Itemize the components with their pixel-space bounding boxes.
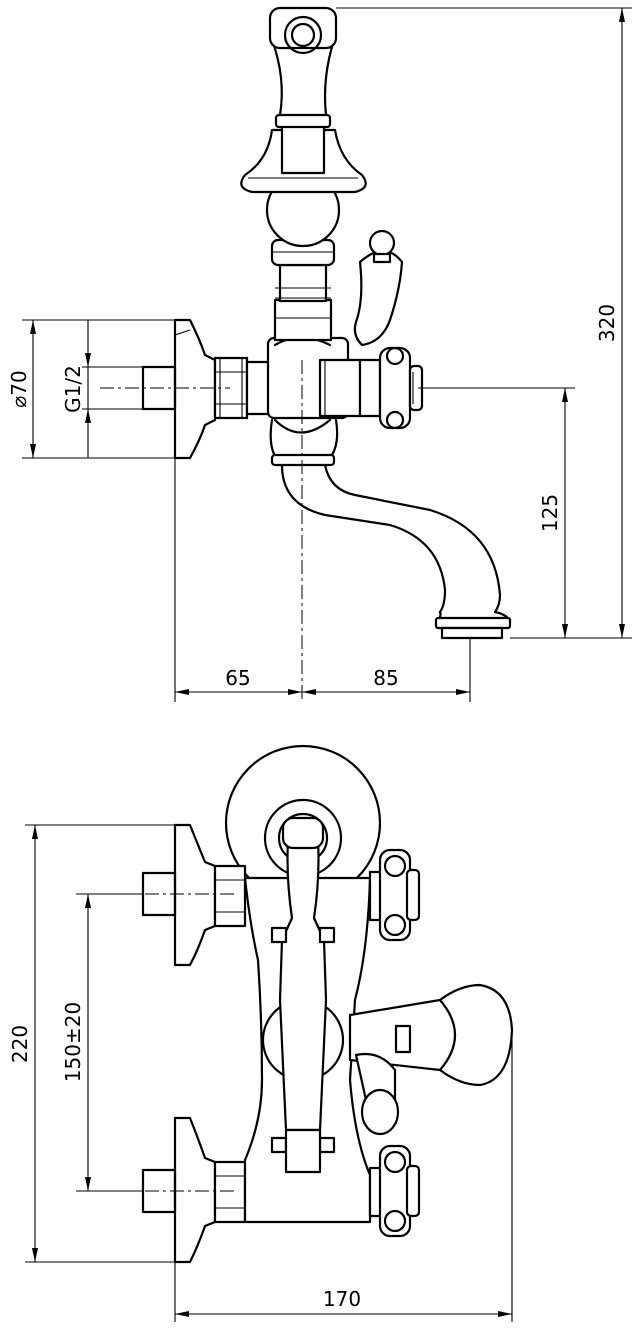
dim-center-to-spout: 85 (373, 666, 398, 690)
dim-front-width: 170 (323, 1287, 361, 1311)
dim-height-total: 320 (595, 304, 619, 342)
faucet-front-view-icon (141, 744, 514, 1264)
faucet-side-view-icon (141, 6, 512, 640)
dim-depth-to-center: 65 (225, 666, 250, 690)
dim-thread: G1/2 (61, 365, 85, 413)
dim-front-height: 220 (8, 1025, 32, 1063)
dim-diameter: ⌀70 (7, 370, 31, 408)
dim-spout-height: 125 (538, 494, 562, 532)
dim-inlet-spacing: 150±20 (61, 1002, 85, 1082)
